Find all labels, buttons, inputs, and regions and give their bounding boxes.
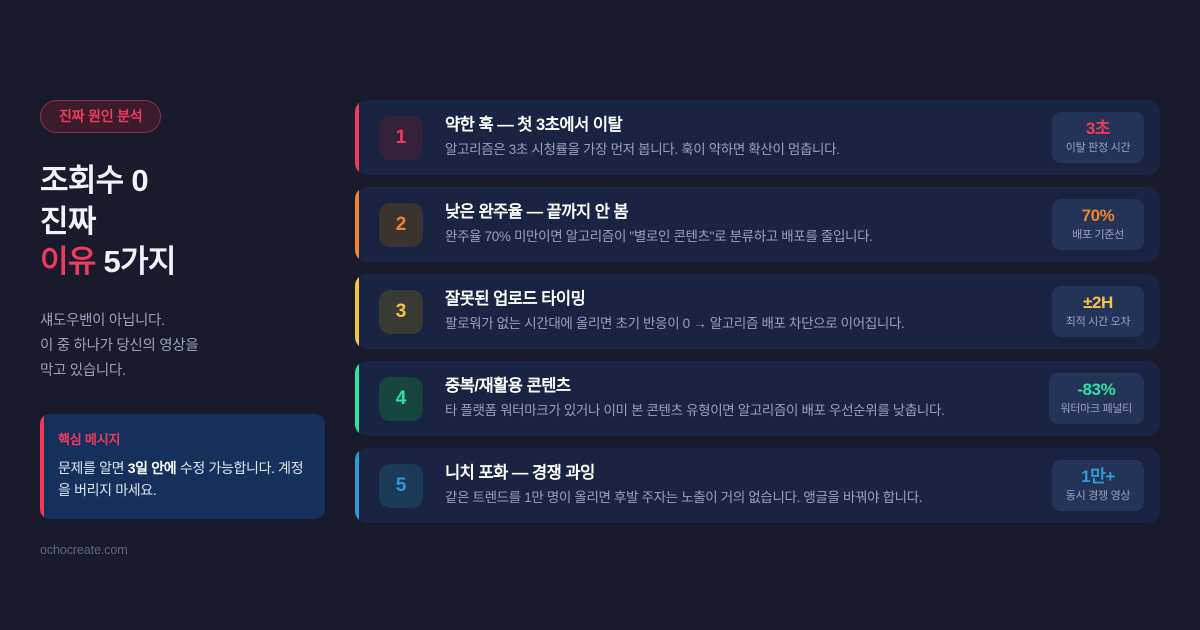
reason-number-badge: 3 xyxy=(379,289,423,334)
reason-title: 약한 훅 — 첫 3초에서 이탈 xyxy=(445,115,623,134)
reason-stat-value: 1만+ xyxy=(1081,466,1115,486)
reason-stat-label: 워터마크 페널티 xyxy=(1060,403,1133,416)
subcopy-line-1: 섀도우밴이 아닙니다. xyxy=(40,312,165,329)
subcopy-line-3: 막고 있습니다. xyxy=(40,362,126,379)
footer-url: ochocreate.com xyxy=(40,542,128,557)
eyebrow-badge: 진짜 원인 분석 xyxy=(40,100,162,133)
reason-description: 팔로워가 없는 시간대에 올리면 초기 반응이 0 → 알고리즘 배포 차단으로… xyxy=(445,316,905,332)
reason-stat: -83% 워터마크 페널티 xyxy=(1048,372,1144,425)
reason-title: 잘못된 업로드 타이밍 xyxy=(445,289,586,308)
headline-accent-word: 이유 xyxy=(40,244,96,280)
reason-description: 알고리즘은 3초 시청률을 가장 먼저 봅니다. 훅이 약하면 확산이 멈춥니다… xyxy=(445,142,840,158)
reason-stat-label: 이탈 판정 시간 xyxy=(1065,142,1131,155)
reason-number-badge: 1 xyxy=(379,115,423,160)
reason-description: 같은 트렌드를 1만 명이 올리면 후발 주자는 노출이 거의 없습니다. 앵글… xyxy=(445,490,923,506)
reason-stat: ±2H 최적 시간 오차 xyxy=(1052,285,1144,338)
headline-line-3: 이유 5가지 xyxy=(40,242,355,283)
key-message-body-highlight: 3일 안에 xyxy=(127,459,177,476)
reason-stat: 70% 배포 기준선 xyxy=(1052,198,1144,251)
reason-stat-value: -83% xyxy=(1077,379,1116,399)
reason-description: 타 플랫폼 워터마크가 있거나 이미 본 콘텐츠 유형이면 알고리즘이 배포 우… xyxy=(445,403,945,419)
key-message-body: 문제를 알면 3일 안에 수정 가능합니다. 계정을 버리지 마세요. xyxy=(58,457,307,502)
reason-stat-value: 3초 xyxy=(1085,118,1111,138)
page-title: 조회수 0 진짜 이유 5가지 xyxy=(40,161,355,283)
headline-line-2: 진짜 xyxy=(40,203,96,239)
headline-tail: 5가지 xyxy=(95,244,177,280)
subcopy: 섀도우밴이 아닙니다. 이 중 하나가 당신의 영상을 막고 있습니다. xyxy=(40,309,355,384)
key-message-title: 핵심 메시지 xyxy=(58,431,121,447)
reason-title: 낮은 완주율 — 끝까지 안 봄 xyxy=(445,202,629,221)
reason-number-badge: 4 xyxy=(379,376,423,421)
headline-line-1: 조회수 0 xyxy=(40,163,149,198)
key-message-body-before: 문제를 알면 xyxy=(58,459,128,476)
reason-stat-label: 최적 시간 오차 xyxy=(1065,316,1131,329)
subcopy-line-2: 이 중 하나가 당신의 영상을 xyxy=(40,337,199,354)
reason-stat-value: ±2H xyxy=(1083,292,1113,312)
reason-stat-label: 동시 경쟁 영상 xyxy=(1065,490,1131,503)
key-message-box: 핵심 메시지 문제를 알면 3일 안에 수정 가능합니다. 계정을 버리지 마세… xyxy=(40,413,325,519)
reason-number-badge: 5 xyxy=(379,463,423,508)
key-message-body-after: 수정 가능합니다. 계정을 버리지 마세요. xyxy=(58,459,304,499)
reason-description: 완주율 70% 미만이면 알고리즘이 "별로인 콘텐츠"로 분류하고 배포를 줄… xyxy=(445,229,873,245)
reason-stat: 1만+ 동시 경쟁 영상 xyxy=(1052,459,1144,512)
reason-title: 니치 포화 — 경쟁 과잉 xyxy=(445,463,595,482)
reason-stat-value: 70% xyxy=(1081,205,1115,225)
left-panel: 진짜 원인 분석 조회수 0 진짜 이유 5가지 섀도우밴이 아닙니다. 이 중… xyxy=(0,0,355,630)
reason-title: 중복/재활용 콘텐츠 xyxy=(445,376,571,395)
reason-number-badge: 2 xyxy=(379,202,423,247)
reason-stat-label: 배포 기준선 xyxy=(1072,229,1124,242)
